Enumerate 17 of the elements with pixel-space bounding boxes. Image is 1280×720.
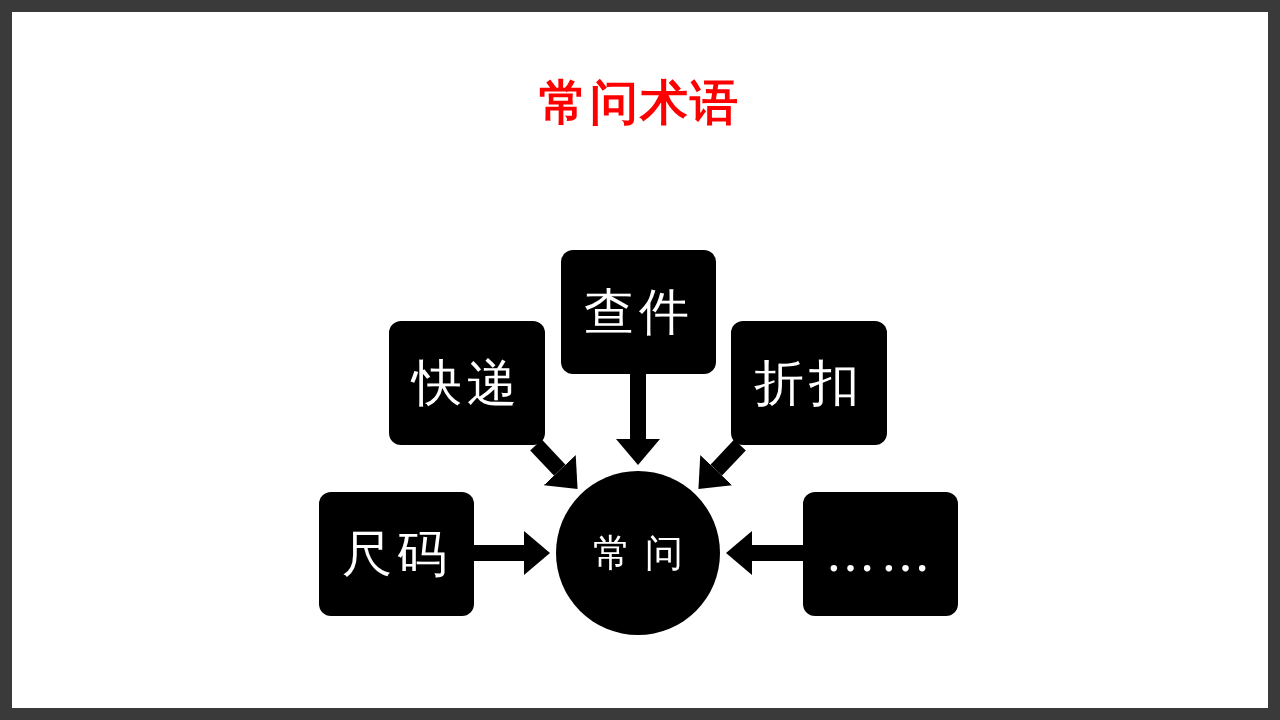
term-box [319,492,474,616]
term-text: 折扣 [754,358,864,408]
term-box [803,492,958,616]
term-text: 尺码 [341,529,452,579]
term-box [731,321,887,445]
arrow [616,374,660,465]
arrow [726,531,803,575]
term-text: 查件 [583,287,694,337]
arrow [530,439,578,489]
term-box [389,321,545,445]
term-text: 常问 [592,534,696,572]
term-box [561,250,716,374]
term-text: …… [825,529,936,579]
title: 常问术语 [539,78,741,126]
term-text: 快递 [412,358,522,408]
arrow [698,439,746,489]
arrow [474,531,550,575]
